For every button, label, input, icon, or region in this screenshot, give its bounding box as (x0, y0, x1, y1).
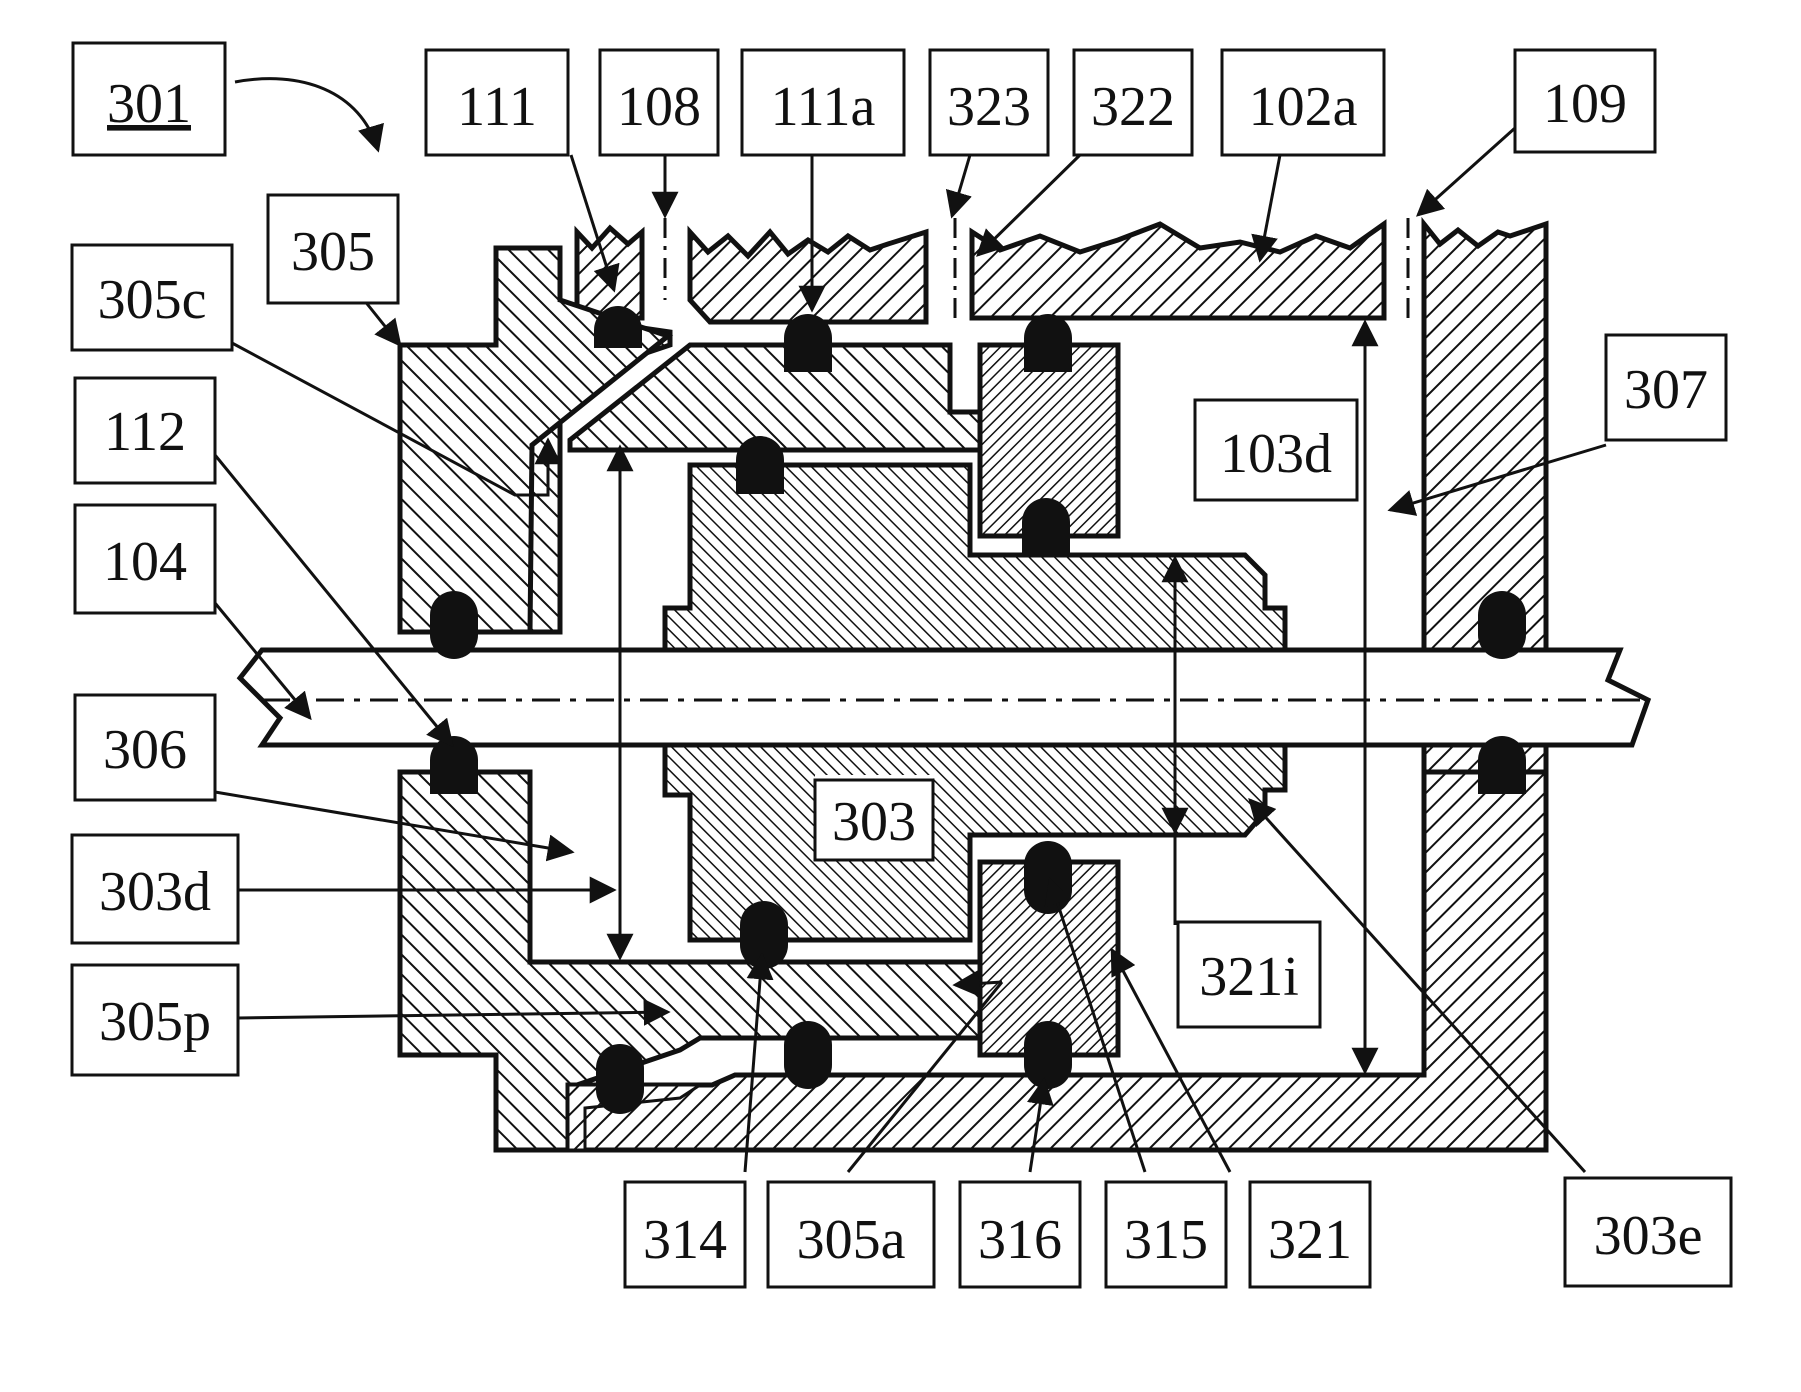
svg-text:315: 315 (1124, 1209, 1208, 1271)
svg-text:111a: 111a (771, 76, 876, 138)
svg-text:305: 305 (291, 221, 375, 283)
label-108: 108 (600, 50, 718, 155)
label-305p: 305p (72, 965, 238, 1075)
label-323: 323 (930, 50, 1048, 155)
label-103d: 103d (1195, 400, 1357, 500)
svg-text:305c: 305c (98, 269, 207, 331)
svg-text:111: 111 (457, 76, 537, 138)
label-322: 322 (1074, 50, 1192, 155)
seal-111a (784, 314, 832, 372)
label-321: 321 (1250, 1182, 1370, 1287)
svg-text:314: 314 (643, 1209, 727, 1271)
label-306: 306 (75, 695, 215, 800)
leader-323 (952, 155, 970, 216)
label-303d: 303d (72, 835, 238, 943)
label-112: 112 (75, 378, 215, 483)
seal-316 (1024, 1021, 1072, 1089)
seal-ring-upper (1022, 498, 1070, 556)
svg-text:303e: 303e (1594, 1205, 1703, 1267)
svg-text:323: 323 (947, 76, 1031, 138)
svg-text:109: 109 (1543, 73, 1627, 135)
label-303e: 303e (1565, 1178, 1731, 1286)
seal-left-shaft-upper (430, 591, 478, 659)
shaft-104 (240, 650, 1648, 745)
svg-text:303: 303 (832, 791, 916, 853)
label-305c: 305c (72, 245, 232, 350)
svg-text:306: 306 (103, 719, 187, 781)
label-301: 301 (73, 43, 225, 155)
seal-321-upper-lower (1024, 841, 1072, 914)
svg-text:112: 112 (104, 401, 186, 463)
svg-text:322: 322 (1091, 76, 1175, 138)
label-315: 315 (1106, 1182, 1226, 1287)
leader-301 (235, 79, 378, 150)
label-303: 303 (815, 780, 933, 860)
label-316: 316 (960, 1182, 1080, 1287)
svg-text:305p: 305p (99, 991, 211, 1053)
wall-segment-102a (972, 224, 1384, 318)
label-305a: 305a (768, 1182, 934, 1287)
svg-text:301: 301 (107, 73, 191, 135)
wall-segment-111a (690, 232, 926, 322)
label-104: 104 (75, 505, 215, 613)
svg-text:321i: 321i (1199, 946, 1299, 1008)
label-111: 111 (426, 50, 568, 155)
svg-text:102a: 102a (1249, 76, 1358, 138)
svg-text:316: 316 (978, 1209, 1062, 1271)
seal-upper-inner (736, 436, 784, 494)
seal-left-shaft-lower (430, 736, 478, 794)
svg-text:104: 104 (103, 531, 187, 593)
seal-305a (784, 1021, 832, 1089)
label-321i: 321i (1178, 922, 1320, 1027)
seal-322 (1024, 314, 1072, 372)
label-102a: 102a (1222, 50, 1384, 155)
seal-314 (740, 901, 788, 969)
svg-text:305a: 305a (797, 1209, 906, 1271)
label-314: 314 (625, 1182, 745, 1287)
leader-109 (1418, 128, 1515, 215)
seal-right-shaft-upper (1478, 591, 1526, 659)
svg-text:307: 307 (1624, 359, 1708, 421)
label-111a: 111a (742, 50, 904, 155)
label-305: 305 (268, 195, 398, 303)
svg-text:108: 108 (617, 76, 701, 138)
label-307: 307 (1606, 335, 1726, 440)
seal-305p (596, 1044, 644, 1114)
svg-text:321: 321 (1268, 1209, 1352, 1271)
seal-right-shaft-lower (1478, 736, 1526, 794)
leader-102a (1260, 155, 1280, 260)
label-109: 109 (1515, 50, 1655, 152)
svg-text:103d: 103d (1220, 423, 1332, 485)
svg-text:303d: 303d (99, 861, 211, 923)
